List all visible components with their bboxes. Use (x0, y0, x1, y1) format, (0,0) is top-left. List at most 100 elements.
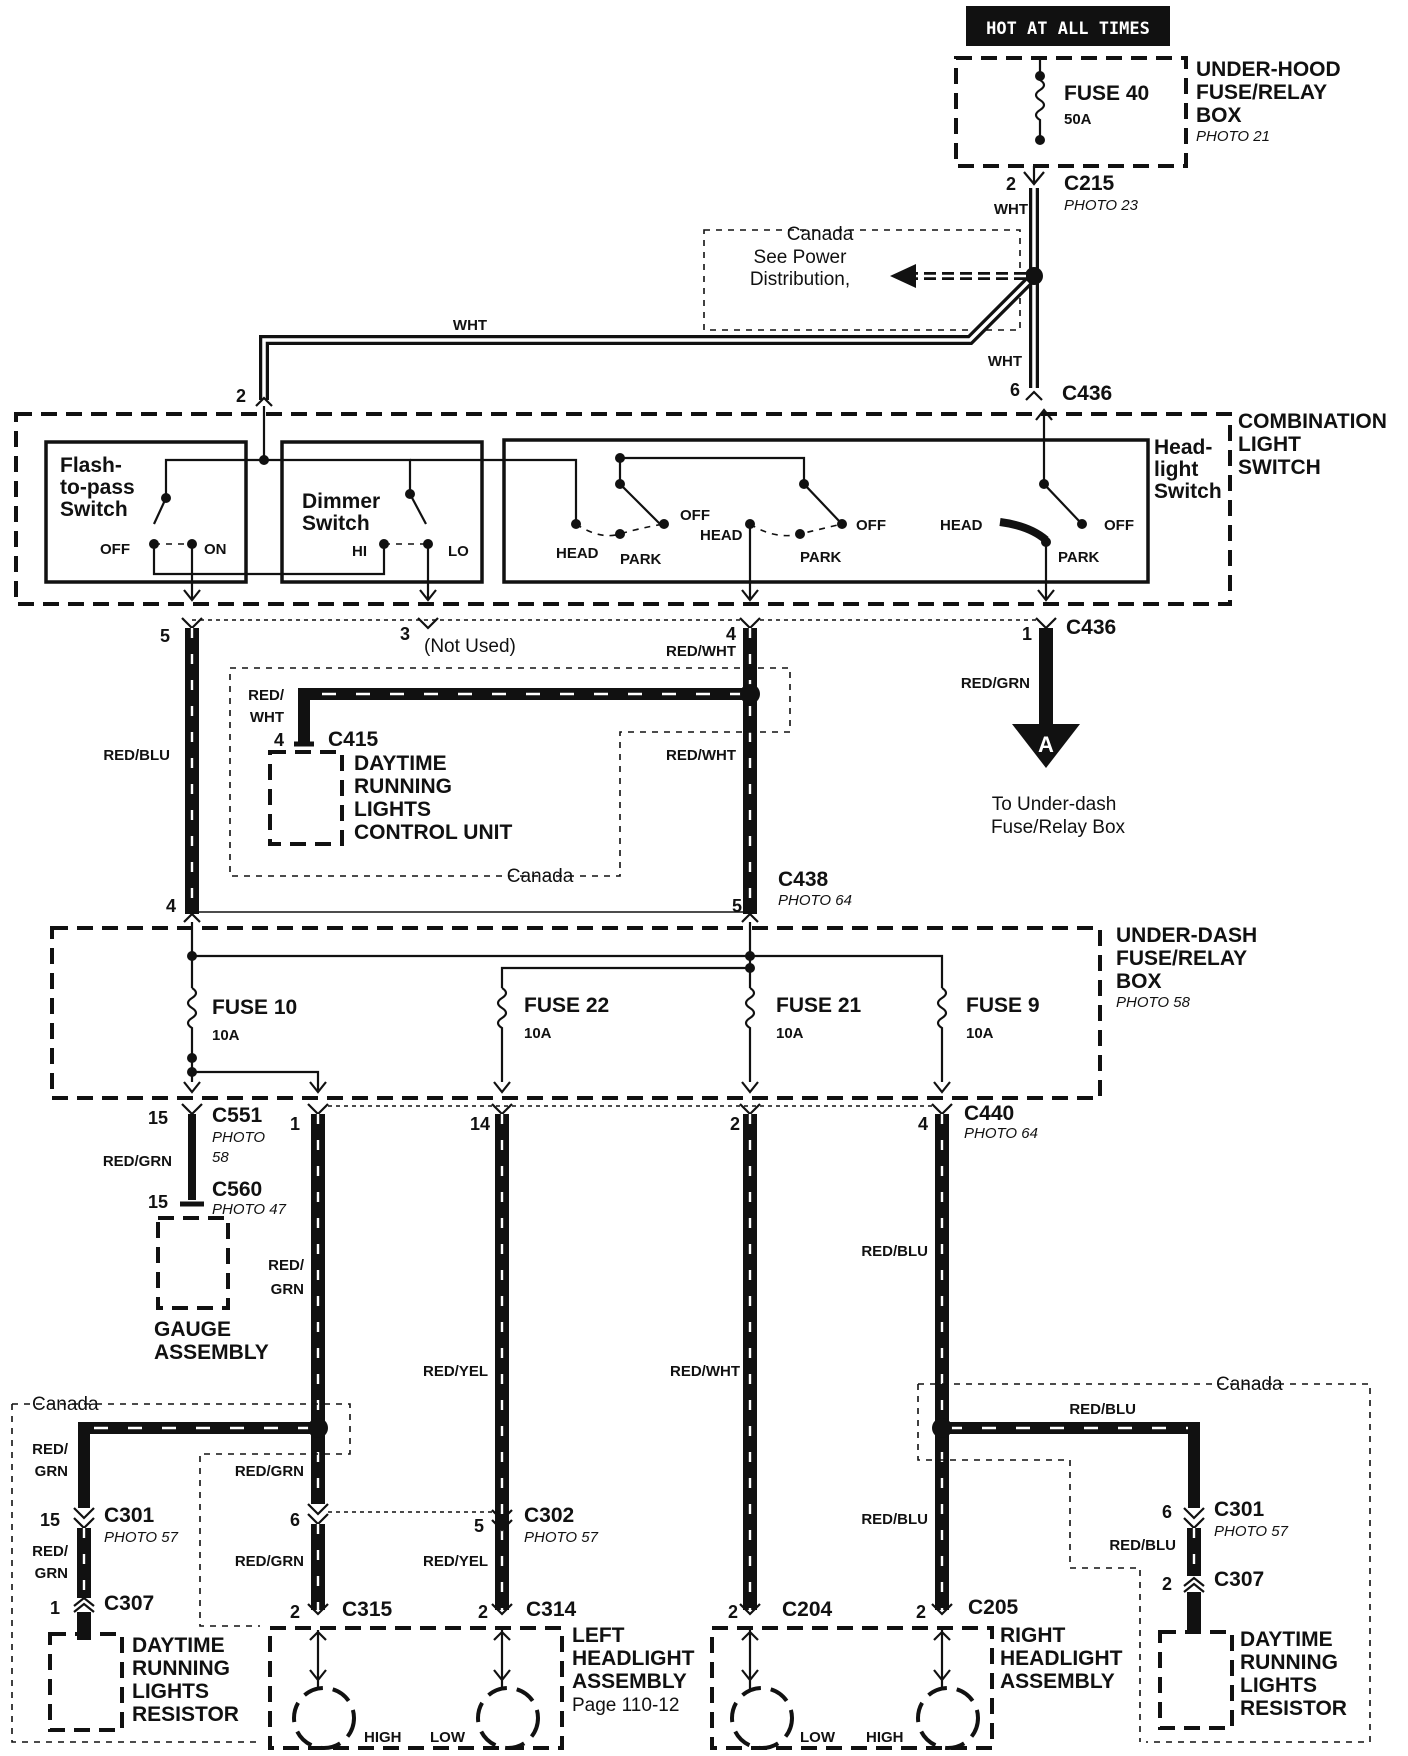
pin-3-bot: 3 (400, 624, 410, 644)
cls-label-2: LIGHT (1238, 433, 1301, 456)
fuse22-amp: 10A (524, 1025, 552, 1042)
red-grn-label-d1: RED/ (32, 1441, 69, 1458)
off-1: OFF (680, 507, 710, 524)
lh-low: LOW (430, 1729, 466, 1746)
red-wht-label-3: RED/WHT (666, 747, 736, 764)
c314-label: C314 (526, 1598, 577, 1621)
off-3: OFF (1104, 517, 1134, 534)
hl-2: light (1154, 458, 1198, 481)
c302-pin-5: 5 (474, 1516, 484, 1536)
lh-label-3: ASSEMBLY (572, 1670, 687, 1693)
ftp-1: Flash- (60, 454, 122, 477)
wire-wht-2: WHT (453, 317, 487, 334)
canada-left-box (12, 1403, 351, 1627)
pin-5-bot: 5 (160, 626, 170, 646)
ftp-on: ON (204, 541, 227, 558)
c307-left-label: C307 (104, 1592, 154, 1615)
c560-label: C560 (212, 1178, 262, 1201)
rh-label-3: ASSEMBLY (1000, 1670, 1115, 1693)
c551-photo-2: 58 (212, 1149, 229, 1166)
red-blu-label-4: RED/BLU (861, 1511, 928, 1528)
c440-pin-14: 14 (470, 1114, 490, 1134)
canada-left-label: Canada (32, 1394, 99, 1415)
red-grn-label-e: RED/GRN (235, 1463, 304, 1480)
left-headlight-assembly (268, 1626, 564, 1750)
rh-high: HIGH (866, 1729, 904, 1746)
underhood-label-3: BOX (1196, 104, 1242, 127)
fuse21-element (744, 987, 756, 1082)
c440-pin-2: 2 (730, 1114, 740, 1134)
hl-1: Head- (1154, 436, 1212, 459)
hot-banner-text: HOT AT ALL TIMES (986, 19, 1150, 39)
head-3: HEAD (940, 517, 983, 534)
drl-resistor-right (1158, 1630, 1234, 1730)
to-underdash-1: To Under-dash (992, 794, 1117, 815)
ud-label-2: FUSE/RELAY (1116, 947, 1247, 970)
c436-bot-label: C436 (1066, 616, 1116, 639)
fuse21-label: FUSE 21 (776, 994, 862, 1017)
c301-left-photo: PHOTO 57 (104, 1529, 179, 1546)
c551-photo-1: PHOTO (212, 1129, 265, 1146)
park-2: PARK (800, 549, 842, 566)
hot-banner (966, 6, 1170, 46)
lh-low-beam (476, 1686, 540, 1750)
pin-6-top: 6 (1010, 380, 1020, 400)
c440-label: C440 (964, 1102, 1014, 1125)
pin-1-bot: 1 (1022, 624, 1032, 644)
canada-drl-label: Canada (507, 866, 574, 887)
underhood-label-2: FUSE/RELAY (1196, 81, 1327, 104)
c438-photo: PHOTO 64 (778, 892, 852, 909)
c307-right-pin: 2 (1162, 1574, 1172, 1594)
c440-pin-4: 4 (918, 1114, 928, 1134)
splice-red-blu-right (932, 1418, 952, 1438)
c215-pin: 2 (1006, 174, 1016, 194)
drr-right-4: RESISTOR (1240, 1697, 1347, 1720)
combination-light-switch-box (14, 412, 1232, 606)
drl-cu-3: LIGHTS (354, 798, 431, 821)
ud-photo: PHOTO 58 (1116, 994, 1191, 1011)
splice-red-grn-left (308, 1418, 328, 1438)
ud-label-3: BOX (1116, 970, 1162, 993)
lh-label-2: HEADLIGHT (572, 1647, 695, 1670)
canada-pd-arrow (890, 264, 916, 288)
red-grn-label-c2: GRN (271, 1281, 304, 1298)
fuse9-label: FUSE 9 (966, 994, 1040, 1017)
red-grn-label-b: RED/GRN (103, 1153, 172, 1170)
c215-connector (1023, 166, 1045, 186)
canada-pd-1: Canada (787, 224, 854, 245)
c302-pin-6: 6 (290, 1510, 300, 1530)
drr-right-1: DAYTIME (1240, 1628, 1333, 1651)
underhood-label-1: UNDER-HOOD (1196, 58, 1341, 81)
c415-pin: 4 (274, 730, 284, 750)
canada-pd-2: See Power (754, 247, 848, 268)
splice-red-wht (740, 684, 760, 704)
red-grn-label-d2: GRN (35, 1463, 68, 1480)
rh-label-2: HEADLIGHT (1000, 1647, 1123, 1670)
to-underdash-2: Fuse/Relay Box (991, 817, 1126, 838)
drl-cu-1: DAYTIME (354, 752, 447, 775)
c551-label: C551 (212, 1104, 263, 1127)
canada-right-label: Canada (1216, 1374, 1283, 1395)
gauge-label-1: GAUGE (154, 1318, 231, 1341)
pin-2-top: 2 (236, 386, 246, 406)
connector-a-arrow (1012, 724, 1080, 768)
red-yel-label-1: RED/YEL (423, 1363, 488, 1380)
park-3: PARK (1058, 549, 1100, 566)
cls-label-3: SWITCH (1238, 456, 1321, 479)
drr-left-2: RUNNING (132, 1657, 230, 1680)
connector-a-label: A (1038, 732, 1054, 757)
c436-top-label: C436 (1062, 382, 1112, 405)
underhood-photo: PHOTO 21 (1196, 128, 1270, 145)
c301-left-label: C301 (104, 1504, 155, 1527)
red-blu-label-3: RED/BLU (1069, 1401, 1136, 1418)
fuse10-amp: 10A (212, 1027, 240, 1044)
c438-pin-4: 4 (166, 896, 176, 916)
underdash-fuse-box (50, 926, 1102, 1100)
right-headlight-assembly (710, 1626, 994, 1750)
c307-left-pin: 1 (50, 1598, 60, 1618)
c215-label: C215 (1064, 172, 1115, 195)
c302-label: C302 (524, 1504, 574, 1527)
red-blu-label-1: RED/BLU (103, 747, 170, 764)
ftp-3: Switch (60, 498, 128, 521)
